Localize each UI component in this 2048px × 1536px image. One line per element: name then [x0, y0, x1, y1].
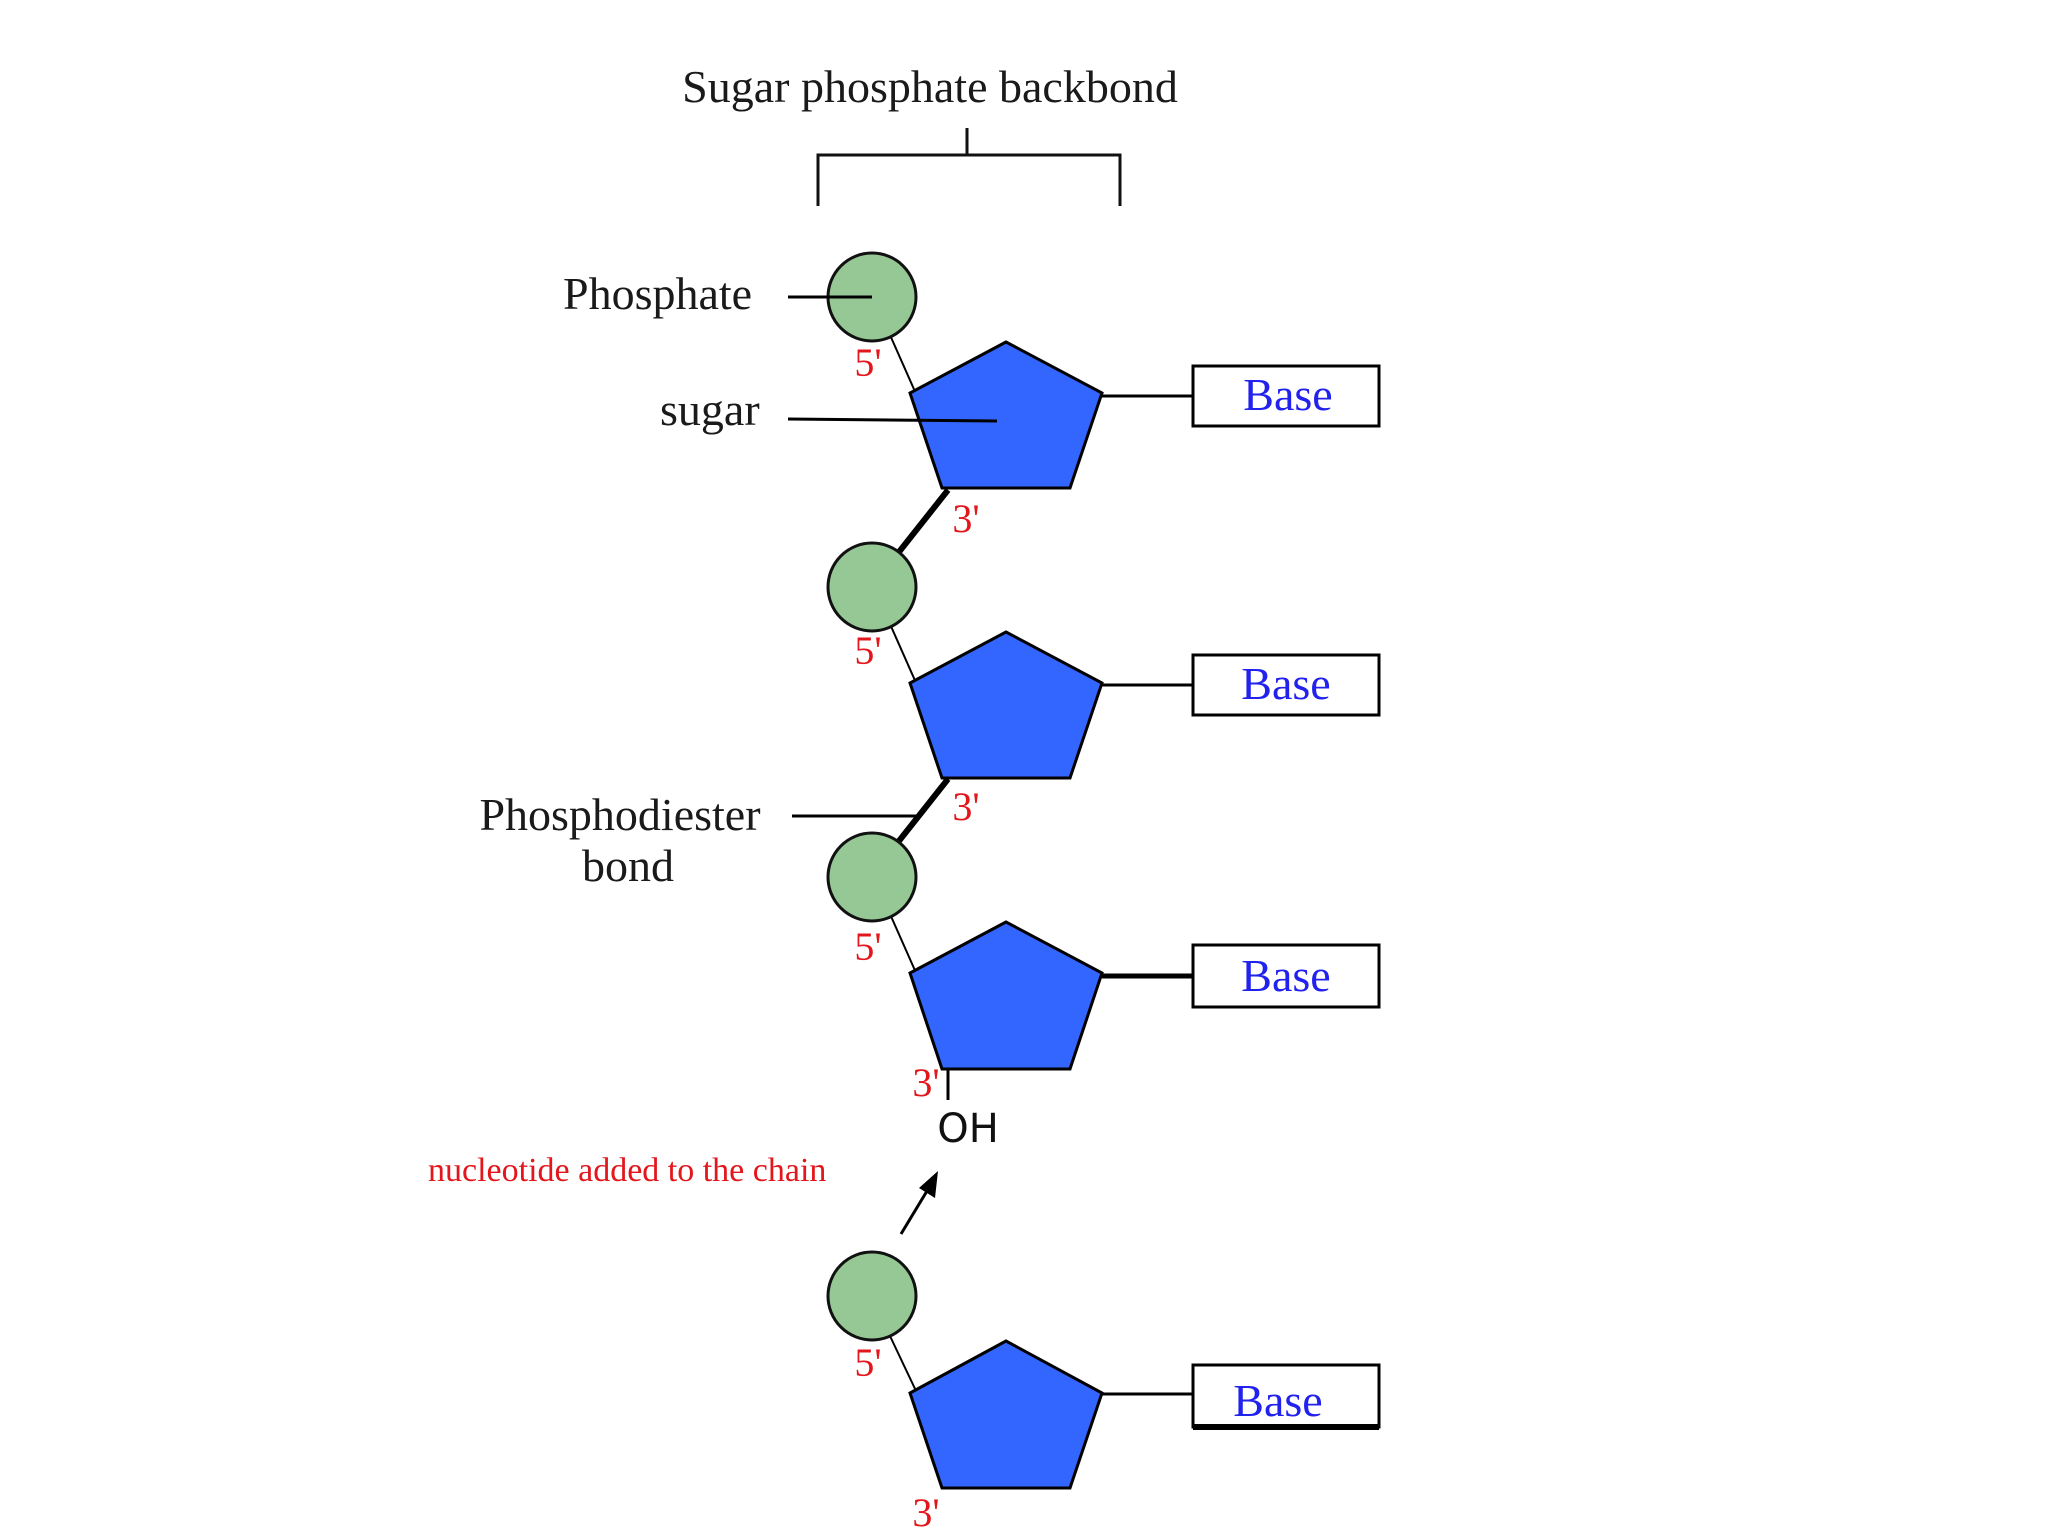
- five-prime-label: 5': [854, 924, 881, 969]
- diagram-title: Sugar phosphate backbond: [682, 61, 1178, 112]
- nucleotide: Base 5' 3': [826, 251, 1381, 541]
- sugar-label: sugar: [660, 384, 760, 435]
- phosphate-label: Phosphate: [563, 268, 752, 319]
- phosphate-circle: [826, 541, 918, 633]
- phosphodiester-label-line2: bond: [582, 840, 674, 891]
- three-prime-label: 3': [952, 496, 979, 541]
- five-prime-label: 5': [854, 628, 881, 673]
- phosphodiester-bond-1: [892, 488, 951, 559]
- five-prime-label: 5': [854, 1340, 881, 1385]
- three-prime-label: 3': [912, 1490, 939, 1535]
- backbone-bracket: [816, 128, 1122, 206]
- sugar-pentagon: [908, 340, 1104, 490]
- phosphate-sugar-link: [889, 334, 918, 397]
- sugar-leader: [787, 417, 998, 423]
- nucleotide: Base 5' 3': [826, 1250, 1381, 1535]
- base-label: Base: [1241, 658, 1330, 709]
- hydroxyl-label: OH: [937, 1106, 999, 1152]
- phosphodiester-label-line1: Phosphodiester: [479, 789, 760, 840]
- addition-arrow-shaft: [899, 1185, 932, 1235]
- phosphate-sugar-link: [889, 913, 918, 976]
- sugar-pentagon: [908, 630, 1104, 780]
- base-label: Base: [1243, 369, 1332, 420]
- addition-arrow-head: [919, 1171, 938, 1198]
- three-prime-label: 3': [952, 784, 979, 829]
- base-box: [1191, 943, 1381, 1009]
- phosphate-sugar-link: [889, 1335, 918, 1394]
- base-label: Base: [1241, 950, 1330, 1001]
- base-box: [1191, 653, 1381, 717]
- base-box: [1191, 1363, 1381, 1429]
- three-prime-label: 3': [912, 1060, 939, 1105]
- phosphate-circle: [826, 1250, 918, 1342]
- sugar-pentagon: [908, 920, 1104, 1071]
- five-prime-label: 5': [854, 340, 881, 385]
- nucleotide: Base 5' 3' OH: [826, 831, 1381, 1152]
- nucleotide: Base 5' 3': [826, 541, 1381, 829]
- phosphate-sugar-link: [889, 623, 918, 686]
- sugar-pentagon: [908, 1339, 1104, 1490]
- phosphate-circle: [826, 831, 918, 923]
- phosphodiester-bond-2: [892, 777, 951, 848]
- base-label: Base: [1233, 1375, 1322, 1426]
- base-box: [1191, 364, 1381, 428]
- added-label: nucleotide added to the chain: [428, 1152, 826, 1189]
